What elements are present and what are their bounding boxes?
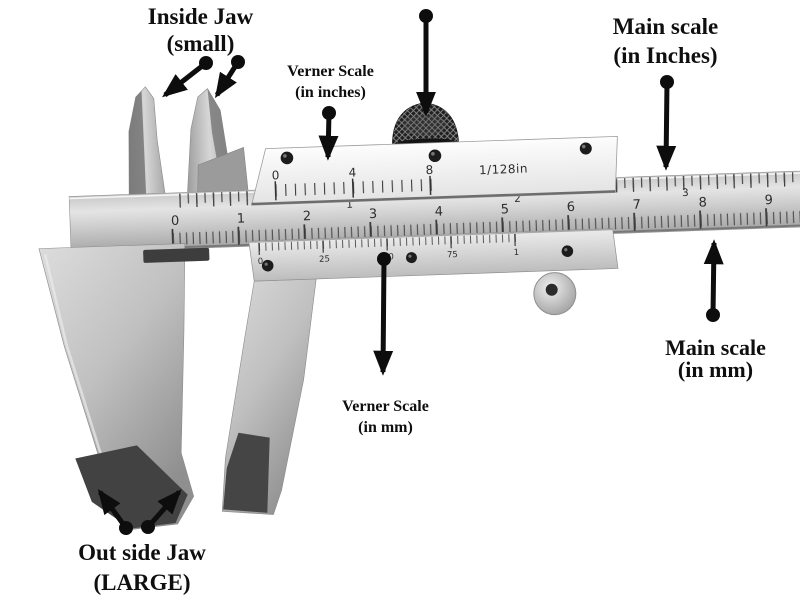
plate-screw bbox=[280, 142, 592, 165]
inside-jaw-fixed-shade bbox=[128, 90, 147, 196]
vernier-mm-label: 1 bbox=[514, 248, 520, 258]
outside-jaw-movable-tip bbox=[223, 432, 270, 513]
vernier-plate-inches: 0 4 8 1/128in bbox=[251, 135, 618, 206]
vernier-plate-mm: 0 25 50 75 1 bbox=[248, 228, 619, 282]
vernier-mm-ticks bbox=[254, 233, 522, 252]
label-outside-jaw: Out side Jaw (LARGE) bbox=[68, 538, 216, 598]
main-cm-number: 5 bbox=[500, 202, 509, 217]
thumb-roller bbox=[533, 272, 577, 316]
label-main-inches-line2: (in Inches) bbox=[613, 43, 718, 68]
arrow-outside-jaw-right bbox=[141, 489, 182, 534]
main-inch-number: 2 bbox=[514, 193, 521, 205]
main-inch-number: 1 bbox=[346, 199, 353, 211]
arrow-vernier-mm bbox=[373, 252, 394, 376]
arrow-outside-jaw-left bbox=[97, 488, 133, 535]
arrow-inside-jaw-right bbox=[214, 55, 245, 99]
vernier-mm-label: 25 bbox=[319, 254, 330, 264]
vernier-mm-label: 75 bbox=[447, 250, 458, 260]
label-vernier-scale-inches: Verner Scale (in inches) bbox=[268, 61, 393, 103]
outside-jaw-fixed-highlight bbox=[43, 254, 105, 463]
label-vernier-inches-line2: (in inches) bbox=[295, 84, 366, 101]
label-vernier-inches-line1: Verner Scale bbox=[287, 63, 374, 80]
main-cm-number: 9 bbox=[764, 193, 773, 208]
arrow-main-inch bbox=[656, 75, 677, 171]
vernier-mm-label: 0 bbox=[258, 257, 264, 267]
label-outside-jaw-line2: (LARGE) bbox=[93, 570, 191, 595]
label-main-mm-line1: Main scale bbox=[665, 335, 766, 360]
main-cm-number: 1 bbox=[237, 211, 246, 226]
caliper-body: 1 2 3 0 1 2 3 4 5 6 7 8 9 bbox=[38, 86, 800, 530]
label-vernier-mm-line1: Verner Scale bbox=[342, 398, 429, 415]
main-cm-number: 0 bbox=[171, 214, 180, 229]
vernier-inch-ticks bbox=[270, 178, 439, 197]
label-main-scale-inches: Main scale (in Inches) bbox=[593, 12, 738, 70]
label-main-mm-line2: (in mm) bbox=[677, 357, 754, 382]
label-main-inches-line1: Main scale bbox=[612, 14, 719, 39]
label-lock: Lock bbox=[366, 0, 486, 4]
callout-arrows bbox=[97, 9, 724, 535]
vernier-inch-label: 0 bbox=[271, 168, 279, 182]
outside-jaw-fixed bbox=[38, 243, 195, 530]
main-cm-number: 6 bbox=[566, 200, 575, 215]
label-outside-jaw-line1: Out side Jaw bbox=[78, 540, 206, 565]
slider-slot bbox=[143, 247, 210, 263]
label-inside-jaw-line1: Inside Jaw bbox=[147, 4, 254, 29]
main-scale-mm-ticks bbox=[172, 208, 800, 245]
main-cm-number: 7 bbox=[632, 198, 641, 213]
main-inch-number: 3 bbox=[682, 187, 689, 199]
label-main-scale-mm: Main scale (in mm) bbox=[643, 337, 788, 381]
label-inside-jaw: Inside Jaw (small) bbox=[118, 3, 283, 57]
label-vernier-scale-mm: Verner Scale (in mm) bbox=[318, 396, 453, 438]
arrow-vernier-inch bbox=[318, 106, 339, 161]
label-inside-jaw-line2: (small) bbox=[166, 31, 235, 56]
arrow-main-mm bbox=[703, 239, 724, 322]
main-cm-number: 3 bbox=[369, 207, 378, 222]
main-cm-number: 8 bbox=[698, 195, 707, 210]
arrow-inside-jaw-left bbox=[162, 56, 213, 98]
vernier-inch-label: 4 bbox=[348, 166, 356, 180]
plate-screw bbox=[261, 245, 574, 272]
vernier-inch-label: 8 bbox=[425, 163, 433, 177]
label-lock-text: Lock bbox=[366, 0, 486, 4]
main-cm-number: 4 bbox=[435, 204, 444, 219]
vernier-inch-unit: 1/128in bbox=[479, 162, 528, 178]
main-cm-number: 2 bbox=[303, 209, 312, 224]
label-vernier-mm-line2: (in mm) bbox=[358, 419, 413, 436]
